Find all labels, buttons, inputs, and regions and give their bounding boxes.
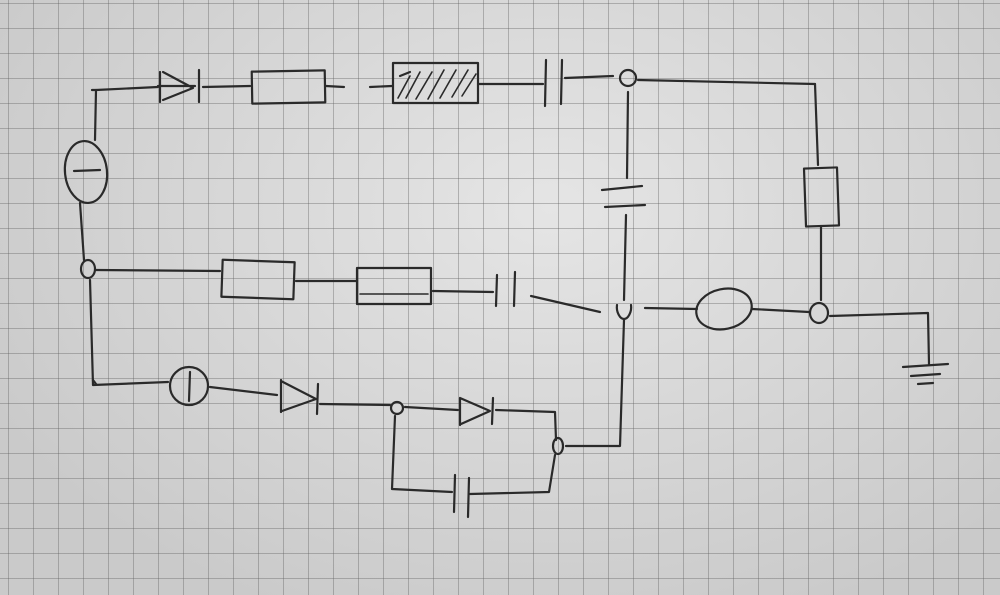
- capacitor-symbol: [494, 270, 517, 308]
- wire-loop-left: [390, 414, 454, 494]
- junctions: [79, 68, 830, 456]
- wire-mid-vert-bot: [622, 213, 628, 302]
- resistor-symbol: [355, 266, 433, 306]
- junction-node: [389, 400, 405, 416]
- wire-bot-4: [403, 405, 460, 412]
- wire-left-mid: [78, 201, 86, 262]
- wire-mid-3: [431, 289, 495, 294]
- wire-loop-right: [468, 453, 557, 496]
- variable-resistor-symbol: [391, 61, 480, 105]
- resistor-symbol: [250, 69, 327, 105]
- voltage-source-symbol: [63, 139, 109, 205]
- wire-top-3: [324, 84, 346, 89]
- wire-top-6: [563, 74, 615, 80]
- capacitor-symbol: [600, 184, 647, 209]
- wire-bot-5: [494, 408, 558, 442]
- diode-symbol: [458, 396, 495, 427]
- diode-symbol: [156, 68, 201, 104]
- wire-bot-3: [318, 402, 392, 407]
- wire-left-low: [88, 278, 95, 387]
- junction-node: [91, 378, 98, 386]
- lamp-symbol: [695, 287, 753, 331]
- wire-bot-1: [91, 380, 170, 387]
- capacitor-symbol: [452, 473, 471, 519]
- wire-to-ground: [828, 311, 931, 366]
- diode-symbol: [279, 378, 320, 416]
- wire-bot-2: [208, 385, 279, 397]
- ground-symbol: [901, 362, 950, 386]
- wire-left-top: [90, 88, 98, 142]
- junction-node: [79, 258, 97, 280]
- wire-bot-return: [564, 318, 626, 448]
- capacitor-symbol: [543, 58, 564, 108]
- wire-mid-vert-top: [625, 90, 630, 180]
- current-source-symbol: [168, 365, 210, 407]
- wire-mid-5: [643, 306, 699, 311]
- junction-node: [615, 303, 633, 321]
- wire-mid-6: [750, 307, 811, 314]
- junction-node: [618, 68, 638, 88]
- wire-mid-1: [94, 268, 222, 273]
- wire-mid-4: [529, 294, 602, 314]
- wire-top-7: [636, 78, 817, 86]
- wire-top-4: [368, 84, 394, 89]
- resistor-symbol: [220, 258, 296, 301]
- wire-top-2: [201, 84, 252, 89]
- resistor-symbol: [802, 166, 841, 228]
- wire-top-1: [94, 85, 160, 92]
- junction-node: [551, 436, 565, 456]
- wire-right-down-1: [813, 82, 820, 167]
- wires: [78, 74, 931, 496]
- junction-node: [808, 301, 830, 325]
